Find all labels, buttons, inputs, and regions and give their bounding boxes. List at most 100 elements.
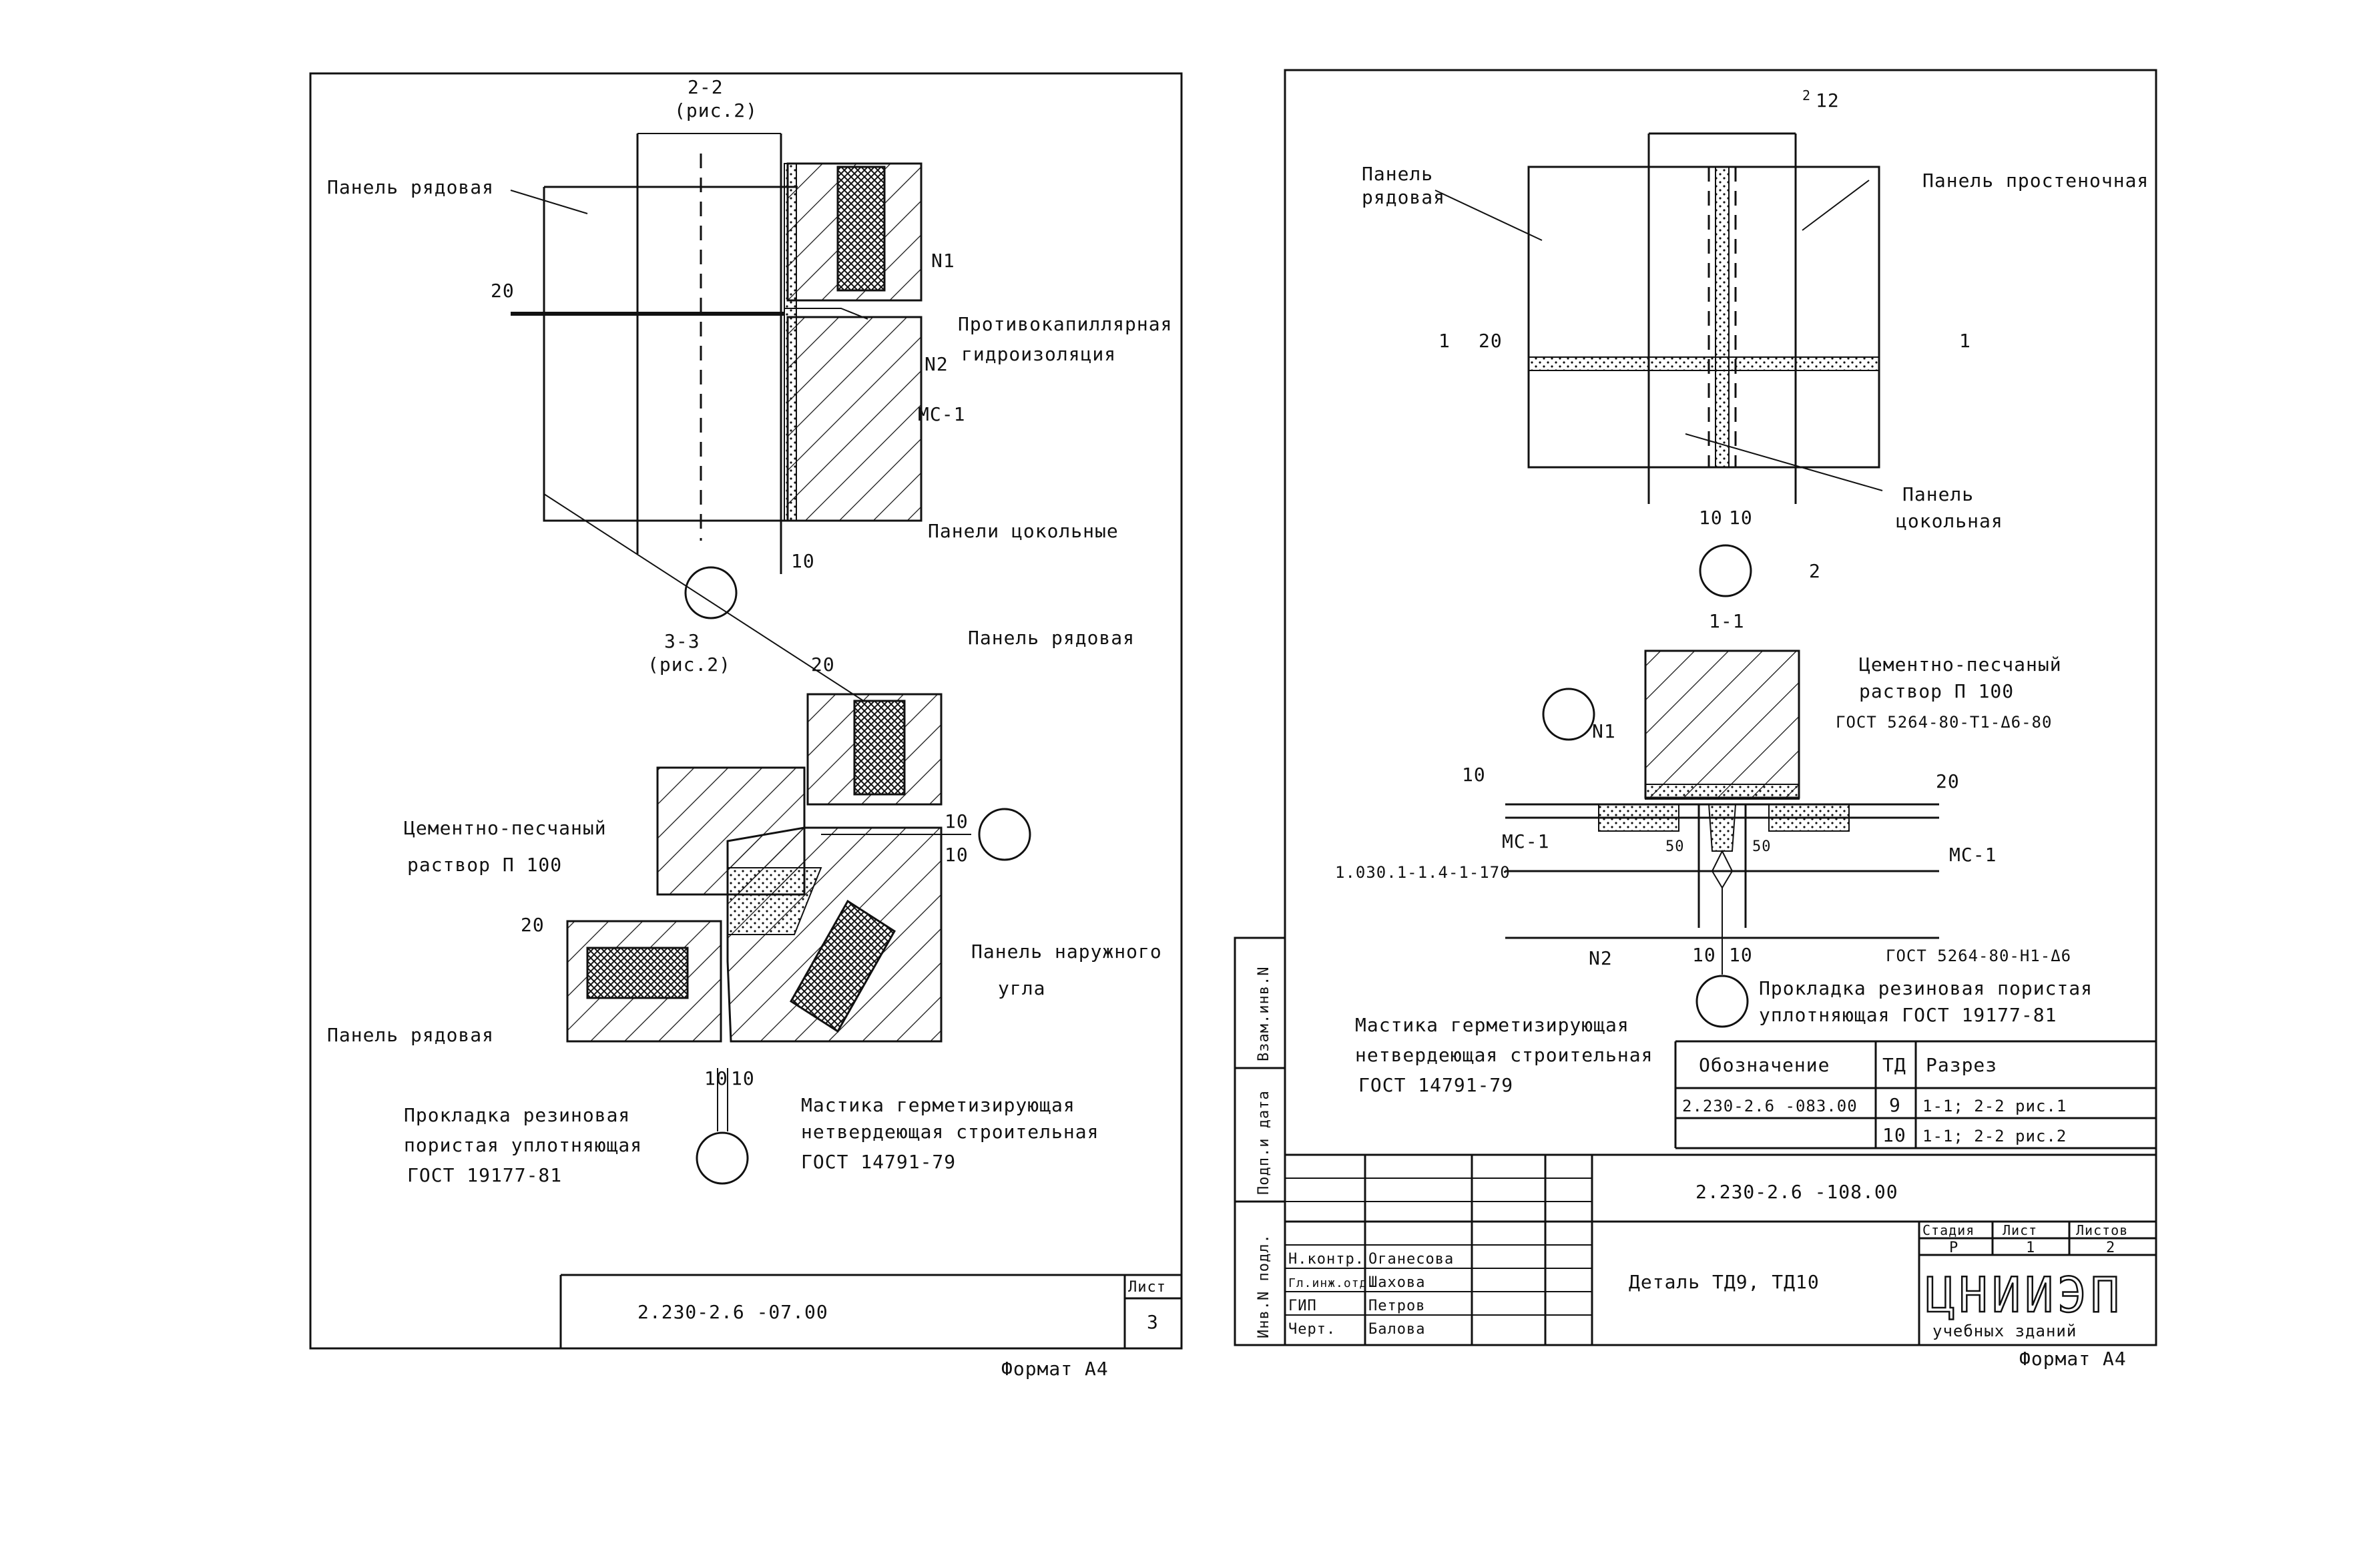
- section-3-3-sub: (рис.2): [647, 654, 731, 676]
- label-anticapillary-2: гидроизоляция: [961, 343, 1116, 365]
- role-3: Черт.: [1288, 1321, 1336, 1338]
- label-ms1-right: МС-1: [1949, 844, 1997, 866]
- label-mastic-2-right: нетвердеющая строительная: [1355, 1044, 1653, 1066]
- label-n2-right: N2: [1589, 947, 1613, 969]
- sheet-label: Лист: [2003, 1222, 2037, 1238]
- section-2-2-drawing: [510, 133, 923, 722]
- dim-10-a-right: 10: [1699, 507, 1723, 529]
- reference-table-frame: [1674, 1040, 2156, 1149]
- label-cement-2-right: раствор П 100: [1859, 680, 2014, 702]
- ref-table-row-1-td: 10: [1882, 1124, 1906, 1146]
- label-ms1-code: 1.030.1-1.4-1-170: [1335, 863, 1511, 882]
- section-1-1-label: 1-1: [1709, 610, 1745, 632]
- stage-label: Стадия: [1922, 1222, 1975, 1238]
- label-mastic-2: нетвердеющая строительная: [801, 1121, 1099, 1143]
- dim-10-a: 10: [791, 550, 815, 572]
- label-gasket-1: Прокладка резиновая: [404, 1104, 630, 1126]
- label-panel-plinth-2: цокольная: [1896, 510, 2003, 532]
- left-title-block: [559, 1274, 1182, 1348]
- label-panel-row-2: рядовая: [1362, 186, 1445, 208]
- dim-10-c-right: 10: [1462, 764, 1486, 786]
- label-panel-row-c: Панель рядовая: [327, 1024, 494, 1046]
- label-gasket-2: пористая уплотняющая: [404, 1134, 642, 1156]
- label-panel-row-1: Панель: [1362, 163, 1433, 185]
- stamp-inv-podl: Инв.N подл.: [1256, 1234, 1272, 1338]
- ref-table-header-0: Обозначение: [1699, 1054, 1830, 1076]
- label-panel-pier: Панель простеночная: [1922, 170, 2149, 192]
- label-anticapillary-1: Противокапиллярная: [958, 313, 1172, 335]
- role-2: ГИП: [1288, 1298, 1317, 1314]
- section-1-1-drawing: [1505, 649, 1939, 1028]
- label-outer-corner-2: угла: [998, 977, 1045, 999]
- right-title-name: Деталь ТД9, ТД10: [1629, 1271, 1820, 1293]
- name-3: Балова: [1368, 1321, 1425, 1338]
- stamp-vzam-inv: Взам.инв.N: [1256, 967, 1272, 1061]
- stamp-podp-data: Подп.и дата: [1256, 1090, 1272, 1195]
- right-format: Формат А4: [2019, 1348, 2127, 1370]
- stage-value: Р: [1949, 1240, 1958, 1256]
- ref-table-row-0-td: 9: [1889, 1094, 1901, 1116]
- label-gost-bot: ГОСТ 5264-80-Н1-Δ6: [1886, 947, 2071, 965]
- dim-10-e: 10: [731, 1067, 755, 1089]
- dim-20-a: 20: [491, 280, 515, 302]
- left-sheet-number: 3: [1147, 1311, 1159, 1333]
- node-circle-3-3-right: [978, 808, 1031, 861]
- label-cement-1: Цементно-песчаный: [404, 817, 607, 839]
- label-mastic-1: Мастика герметизирующая: [801, 1094, 1075, 1116]
- label-n1: N1: [931, 250, 955, 272]
- label-panel-row-b: Панель рядовая: [968, 627, 1135, 649]
- cut-1-left: 1: [1438, 330, 1451, 352]
- left-sheet-label: Лист: [1128, 1279, 1166, 1296]
- name-1: Шахова: [1368, 1274, 1425, 1291]
- right-sheet: [1234, 69, 2157, 1346]
- left-format: Формат А4: [1001, 1358, 1109, 1380]
- role-0: Н.контр.: [1288, 1251, 1364, 1268]
- dim-50-a: 50: [1665, 838, 1685, 855]
- cut-1-right: 1: [1959, 330, 1971, 352]
- dim-20-a-right: 20: [1479, 330, 1503, 352]
- dim-10-c: 10: [945, 844, 969, 866]
- role-1: Гл.инж.отд.: [1288, 1276, 1375, 1290]
- sheets-label: Листов: [2076, 1222, 2128, 1238]
- label-gost-top: ГОСТ 5264-80-Т1-Δ6-80: [1836, 713, 2052, 732]
- dim-10-d: 10: [704, 1067, 728, 1089]
- sheets-value: 2: [2106, 1240, 2115, 1256]
- sheet-value: 1: [2026, 1240, 2035, 1256]
- left-sheet: [309, 72, 1183, 1350]
- label-outer-corner-1: Панель наружного: [971, 941, 1162, 963]
- label-cement-2: раствор П 100: [407, 854, 562, 876]
- label-cement-1-right: Цементно-песчаный: [1859, 654, 2062, 676]
- plan-view-drawing: [1434, 132, 1883, 597]
- right-title-block: [1285, 1153, 2156, 1346]
- dim-50-b: 50: [1752, 838, 1772, 855]
- section-3-3-drawing: [566, 693, 1031, 1185]
- dim-20-c: 20: [521, 914, 545, 936]
- dim-10-d-right: 10: [1692, 944, 1716, 966]
- section-3-3-label: 3-3: [664, 630, 700, 652]
- label-panel-plinth-1: Панель: [1902, 483, 1974, 505]
- section-2-2-sub: (рис.2): [674, 99, 758, 121]
- ref-table-row-0-code: 2.230-2.6 -083.00: [1682, 1097, 1858, 1115]
- label-gasket-1-right: Прокладка резиновая пористая: [1759, 977, 2093, 999]
- dim-20-b: 20: [811, 654, 835, 676]
- node-circle-3-3-bottom: [696, 1131, 749, 1185]
- left-sheet-frame: [309, 72, 1183, 1350]
- ref-table-row-0-section: 1-1; 2-2 рис.1: [1922, 1097, 2067, 1115]
- label-gasket-2-right: уплотняющая ГОСТ 19177-81: [1759, 1004, 2057, 1026]
- dim-10-e-right: 10: [1729, 944, 1753, 966]
- section-2-2-label: 2-2: [688, 76, 724, 98]
- org-logo: ЦНИИЭП: [1926, 1267, 2123, 1323]
- label-ms1-left: МС-1: [1502, 830, 1549, 852]
- name-0: Оганесова: [1368, 1251, 1454, 1268]
- dim-20-b-right: 20: [1936, 770, 1960, 792]
- node-circle-1-1-bottom: [1695, 975, 1749, 1028]
- ref-table-row-1-section: 1-1; 2-2 рис.2: [1922, 1127, 2067, 1145]
- label-mastic-3-right: ГОСТ 14791-79: [1358, 1074, 1513, 1096]
- label-n1-right: N1: [1592, 720, 1616, 742]
- cut-2-top: 2: [1802, 87, 1811, 103]
- label-gasket-3: ГОСТ 19177-81: [407, 1164, 562, 1186]
- node-circle-plan: [1699, 544, 1752, 597]
- ref-table-header-1: ТД: [1882, 1054, 1906, 1076]
- label-n2: N2: [925, 353, 949, 375]
- right-title-code: 2.230-2.6 -108.00: [1695, 1181, 1898, 1203]
